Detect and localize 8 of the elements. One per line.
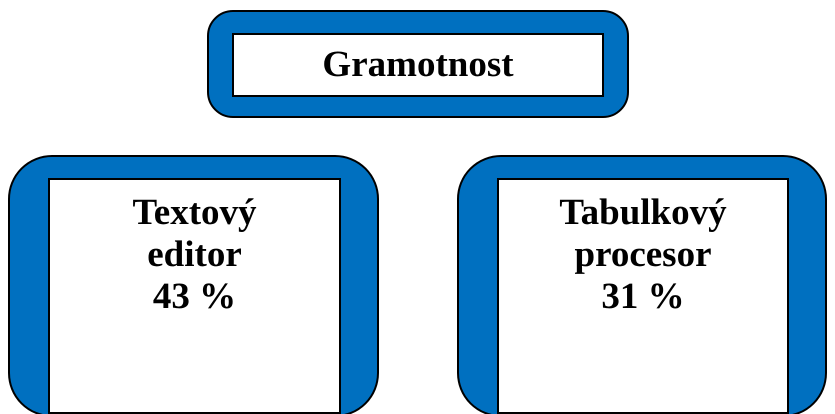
- rounded-frame: [207, 10, 629, 118]
- label-text: Gramotnost: [322, 44, 514, 86]
- rounded-frame: [457, 155, 827, 414]
- label-text: 43 %: [152, 276, 236, 318]
- rounded-frame: [8, 155, 379, 414]
- label-text: Textový editor: [131, 192, 258, 276]
- label-text: Tabulkový procesor: [558, 192, 728, 276]
- label-text: 31 %: [601, 276, 685, 318]
